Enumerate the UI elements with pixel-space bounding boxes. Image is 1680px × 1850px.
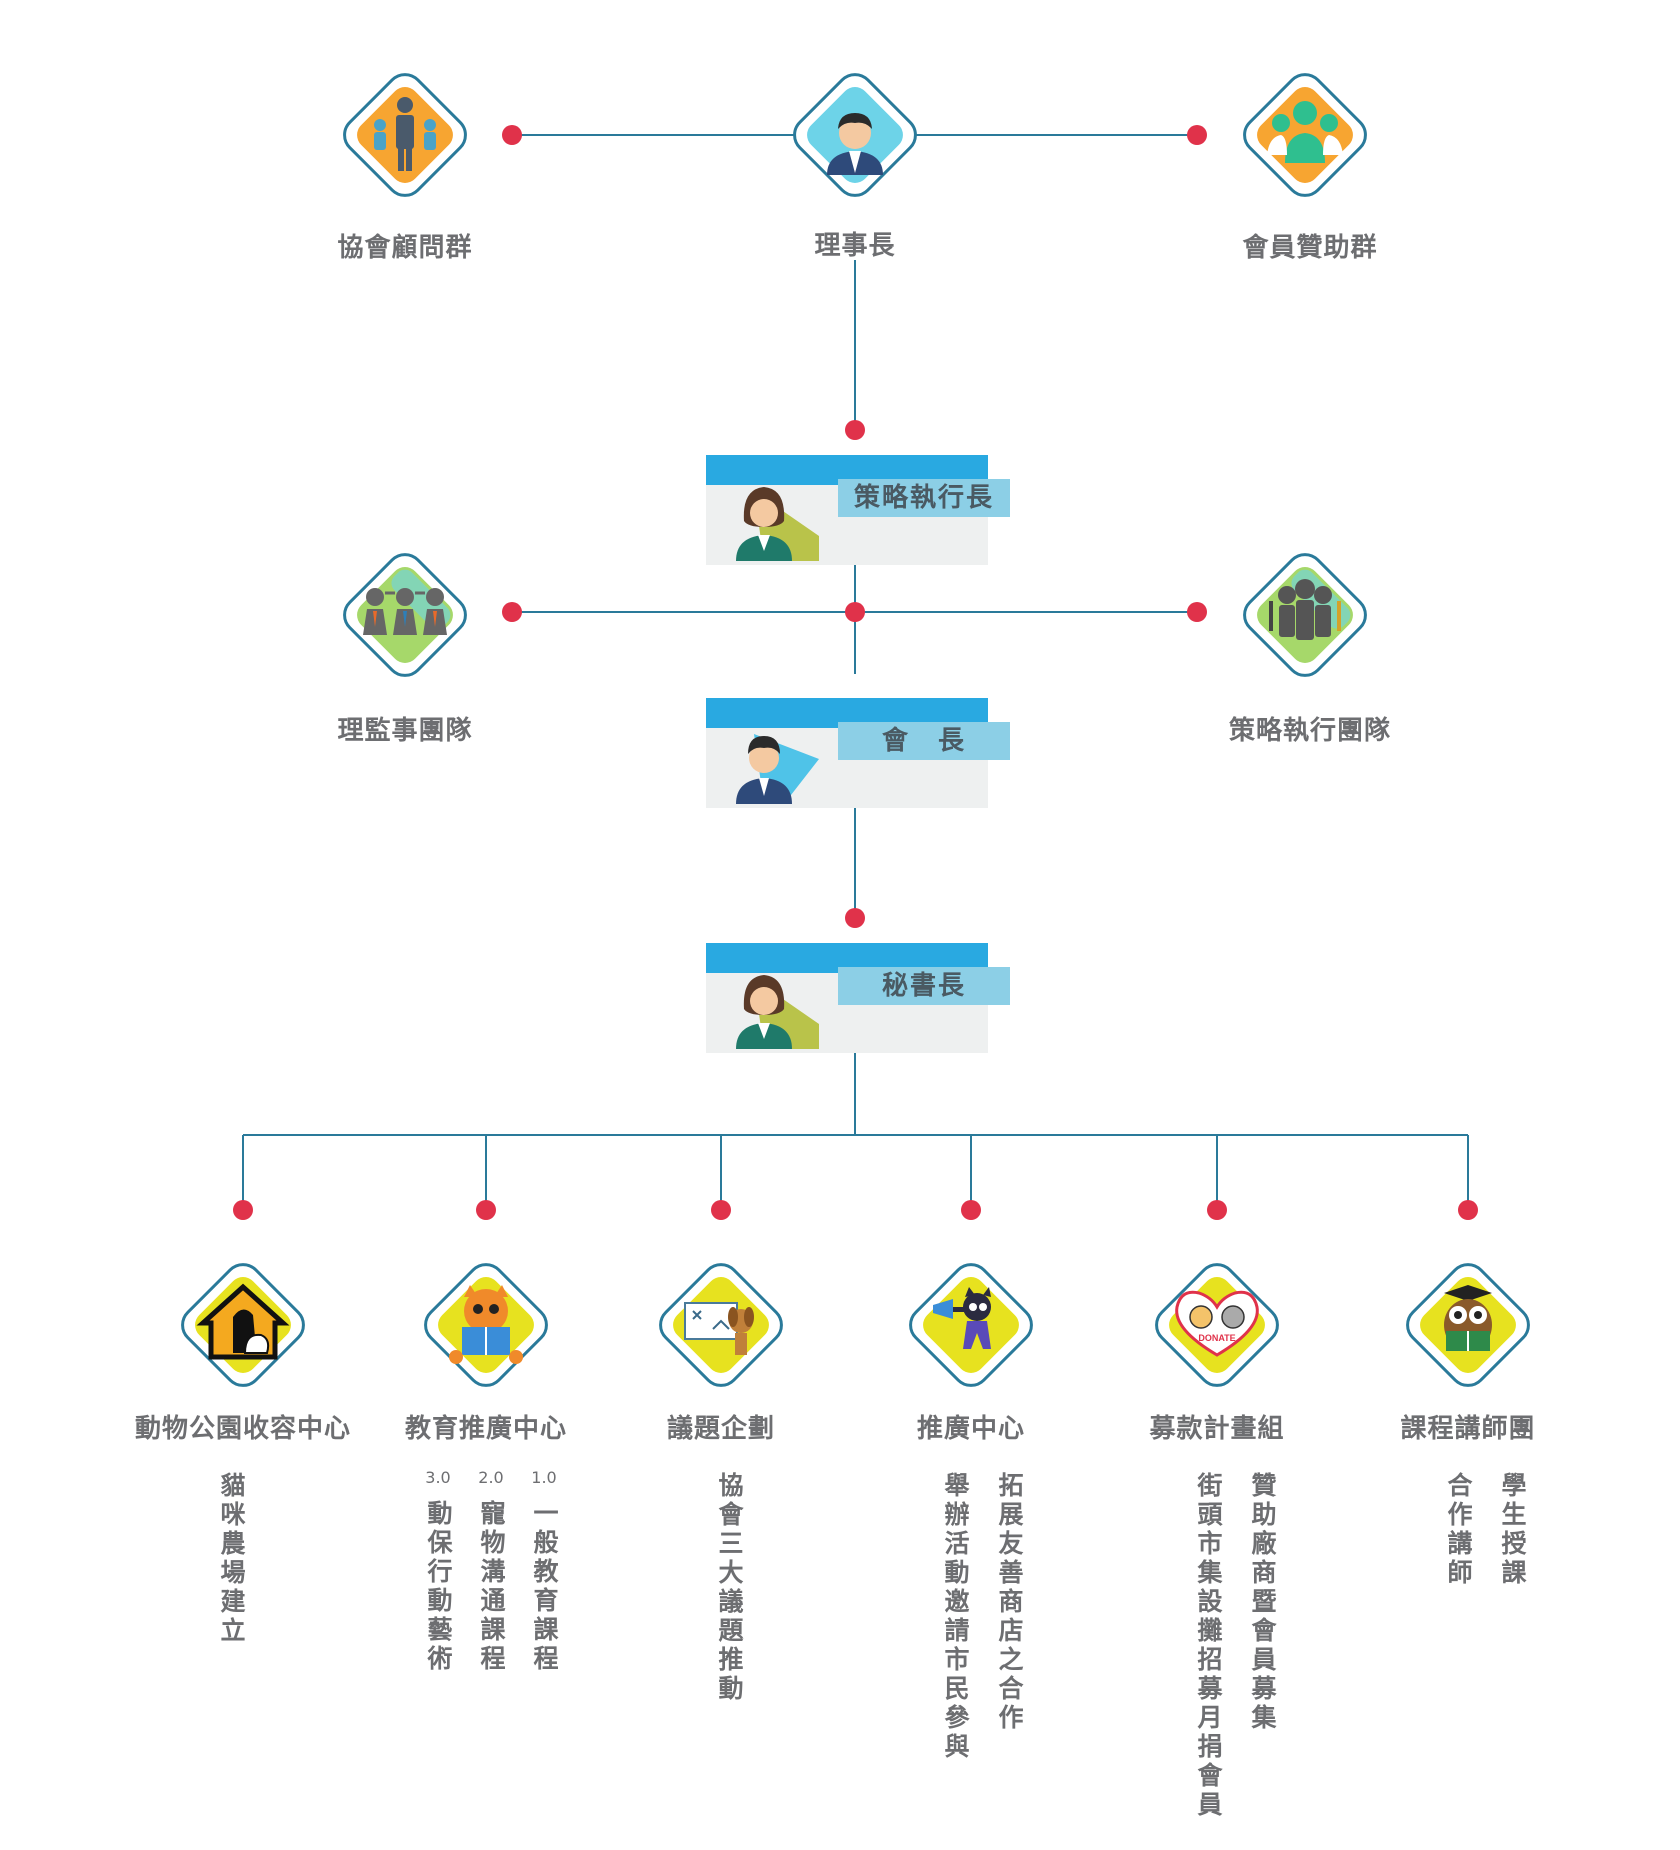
graduate-owl-icon (1388, 1245, 1548, 1409)
president-title: 會 長 (838, 722, 1010, 760)
board-team-icon (325, 535, 485, 699)
connector-dot (711, 1200, 731, 1220)
dept-title: 募款計畫組 (1149, 1414, 1285, 1444)
dept-item: 動保行動藝術 (424, 1500, 453, 1674)
dept-item: 拓展友善商店之合作 (995, 1472, 1024, 1733)
connector-dot (233, 1200, 253, 1220)
advisors-label: 協會顧問群 (337, 233, 473, 263)
connector-dot (476, 1200, 496, 1220)
animal-shelter-icon (163, 1245, 323, 1409)
donate-heart-icon: DONATE (1137, 1245, 1297, 1409)
strategy-team-icon (1225, 535, 1385, 699)
dept-title: 教育推廣中心 (404, 1414, 567, 1444)
reading-cat-icon (406, 1245, 566, 1409)
dept-item: 貓咪農場建立 (217, 1472, 246, 1646)
strategy-board-icon (641, 1245, 801, 1409)
chairman-label: 理事長 (814, 231, 896, 261)
item-number: 1.0 (531, 1468, 557, 1487)
connector-dot (1207, 1200, 1227, 1220)
secretary-card: 秘書長 (706, 943, 1010, 1053)
item-number: 2.0 (478, 1468, 504, 1487)
male-avatar-icon (724, 714, 834, 808)
connector-dot (1187, 125, 1207, 145)
dept-item: 一般教育課程 (530, 1500, 559, 1674)
connector-dot (502, 125, 522, 145)
dept-item: 街頭市集設攤招募月捐會員 (1194, 1472, 1223, 1820)
connector-dot (1458, 1200, 1478, 1220)
donate-text: DONATE (1198, 1333, 1235, 1343)
dept-item: 舉辦活動邀請市民參與 (941, 1472, 970, 1762)
dept-item: 協會三大議題推動 (715, 1472, 744, 1704)
strategy-ceo-title: 策略執行長 (838, 479, 1010, 517)
sponsors-icon (1225, 55, 1385, 219)
dept-item: 學生授課 (1498, 1472, 1527, 1588)
dept-title: 動物公園收容中心 (134, 1414, 351, 1444)
advisors-icon (325, 55, 485, 219)
item-number: 3.0 (425, 1468, 451, 1487)
president-card: 會 長 (706, 698, 1010, 808)
dept-item: 合作講師 (1444, 1472, 1473, 1588)
connector-dot (502, 602, 522, 622)
board-team-label: 理監事團隊 (337, 716, 473, 746)
chairman-icon (775, 55, 935, 219)
connector-dot (1187, 602, 1207, 622)
dept-title: 課程講師團 (1400, 1414, 1536, 1444)
connector-dot (845, 420, 865, 440)
strategy-team-label: 策略執行團隊 (1228, 716, 1391, 746)
female-avatar-icon (724, 471, 834, 565)
connector-dot (845, 908, 865, 928)
connector-dot (845, 602, 865, 622)
dept-title: 推廣中心 (916, 1414, 1025, 1444)
sponsors-label: 會員贊助群 (1242, 233, 1378, 263)
secretary-title: 秘書長 (838, 967, 1010, 1005)
dept-item: 贊助廠商暨會員募集 (1248, 1472, 1277, 1733)
connector-dot (961, 1200, 981, 1220)
dept-title: 議題企劃 (666, 1414, 775, 1444)
dept-item: 寵物溝通課程 (477, 1500, 506, 1674)
strategy-ceo-card: 策略執行長 (706, 455, 1010, 565)
female-avatar-icon (724, 959, 834, 1053)
megaphone-cat-icon (891, 1245, 1051, 1409)
